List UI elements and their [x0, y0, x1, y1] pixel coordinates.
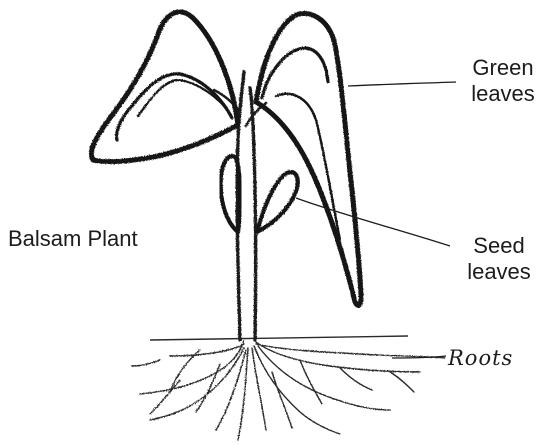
roots — [132, 340, 445, 440]
seed-leaves-pointer — [296, 198, 450, 246]
seed-leaves-label-line1: Seed — [454, 233, 544, 259]
green-leaves-label-line1: Green — [458, 55, 548, 81]
roots-label: Roots — [448, 345, 513, 371]
seed-leaves-label-line2: leaves — [454, 259, 544, 285]
green-leaf-right — [256, 14, 361, 306]
green-leaves-pointer — [348, 82, 456, 86]
green-leaves-label: Green leaves — [458, 55, 548, 107]
green-leaves-label-line2: leaves — [458, 81, 548, 107]
seed-leaf-right — [257, 172, 298, 232]
plant-name-label: Balsam Plant — [8, 226, 138, 252]
green-leaf-left — [91, 12, 238, 162]
ground-line — [150, 336, 408, 340]
seed-leaves-label: Seed leaves — [454, 233, 544, 285]
